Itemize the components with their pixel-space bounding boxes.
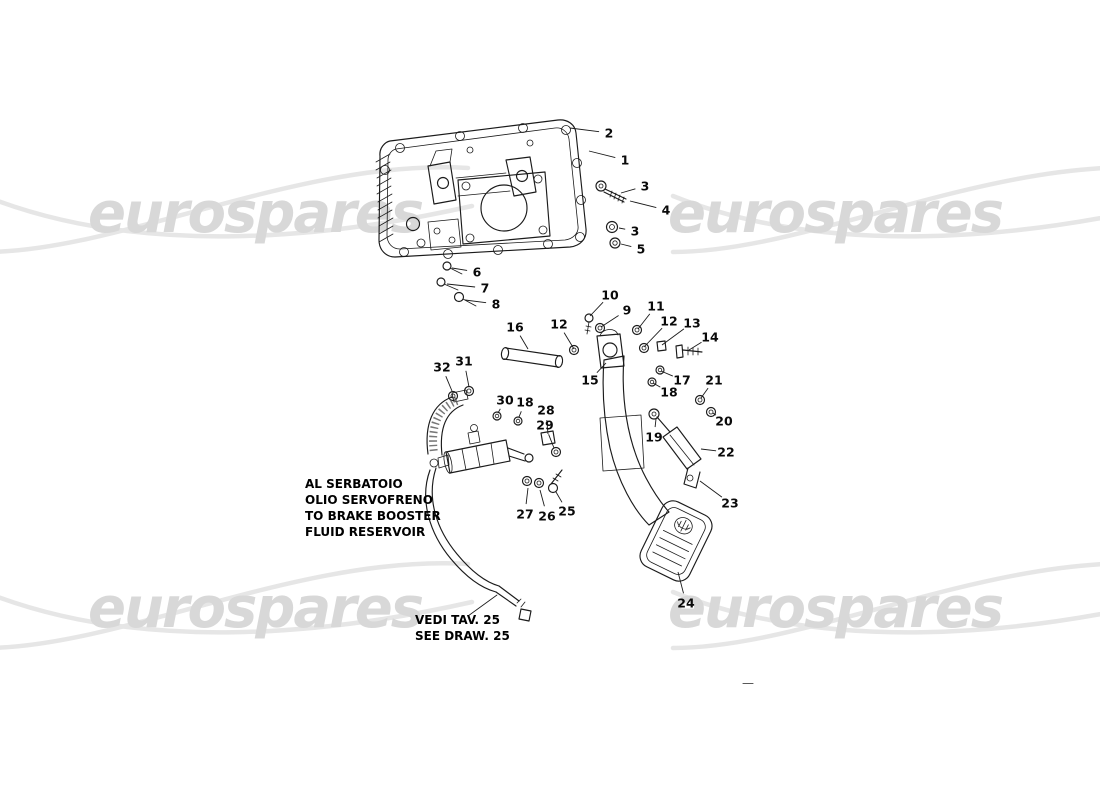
leader-line-30 [497,408,501,414]
trident-logo-icon [674,517,693,535]
leader-line-4 [629,200,657,209]
reservoir-note-line: FLUID RESERVOIR [305,525,426,539]
leader-line-32 [445,376,453,392]
leader-line-11 [637,313,651,330]
plate-studs [436,261,477,307]
leader-line-26 [539,489,545,507]
see-drawing-note: VEDI TAV. 25 SEE DRAW. 25 [415,612,510,644]
leader-line-24 [677,571,684,594]
leader-line-13 [661,328,685,346]
watermark-text: eurospares [88,576,423,641]
leader-line-27 [525,487,529,505]
leader-line-31 [465,370,470,388]
leader-line-14 [688,341,702,351]
leader-line-7 [446,283,476,288]
leader-line-29 [548,434,555,449]
cylinder-mount-screws [521,469,563,494]
watermark-text: eurospares [88,181,423,246]
leader-line-5 [620,243,632,248]
watermark-text: eurospares [668,181,1003,246]
leader-line-6 [451,267,468,271]
leader-line-21 [700,387,709,399]
leader-line-12 [563,332,575,350]
leader-line-20 [712,412,717,416]
reservoir-note-line: AL SERBATOIO [305,477,403,491]
leader-line-2 [569,127,600,133]
watermark-text: eurospares [668,576,1003,641]
leader-line-17 [660,370,673,377]
see-drawing-leader [467,594,498,617]
cylinder-fittings [492,411,562,458]
pedal-support-plate [375,119,587,259]
leader-line-16 [519,335,529,350]
leader-line-18 [518,411,522,418]
reservoir-note: AL SERBATOIO OLIO SERVOFRENO TO BRAKE BO… [305,476,441,540]
pedal-pivot-assembly [500,313,703,387]
reservoir-note-line: TO BRAKE BOOSTER [305,509,441,523]
leader-line-23 [699,480,723,498]
leader-line-12 [643,327,663,348]
leader-line-18 [652,382,661,388]
leader-lines [445,127,723,594]
see-drawing-note-line: VEDI TAV. 25 [415,613,500,627]
leader-line-28 [546,419,549,435]
clutch-pedal-arm [599,355,713,582]
leader-line-3 [620,188,636,194]
leader-line-10 [589,301,604,317]
leader-line-9 [600,315,619,328]
leader-line-22 [700,448,717,452]
leader-line-15 [596,362,607,374]
pedal-pad [639,500,713,582]
watermark-text-group: eurospares eurospares eurospares eurospa… [88,181,1005,641]
leader-line-3 [618,227,626,230]
pushrod-clevis-assembly [648,394,717,489]
plate-bolt-holes [380,123,586,259]
see-drawing-note-line: SEE DRAW. 25 [415,629,510,643]
leader-line-1 [588,150,616,159]
plate-screw-washer-nut [595,180,627,249]
hose-and-fittings [425,385,532,622]
reservoir-note-line: OLIO SERVOFRENO [305,493,433,507]
page-dash: — [742,676,754,690]
leader-line-19 [654,418,657,428]
leader-line-25 [555,491,563,503]
clutch-master-cylinder [429,424,534,474]
leader-line-8 [464,299,487,304]
